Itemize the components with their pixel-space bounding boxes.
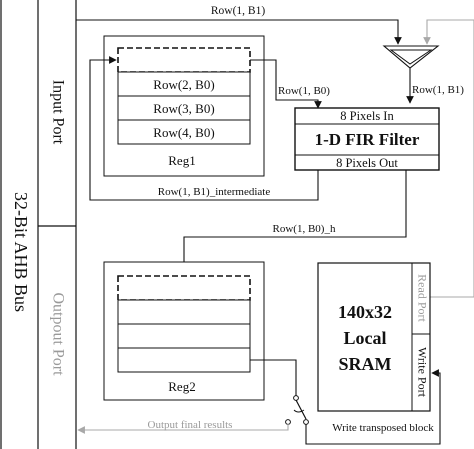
sram-read-port: Read Port [415,274,429,322]
output-port-label: Outpout Port [49,292,66,376]
reg1: Row(2, B0) Row(3, B0) Row(4, B0) Reg1 [103,35,265,177]
fir-pixels-out: 8 Pixels Out [336,156,398,170]
reg1-row-3: Row(3, B0) [153,101,214,116]
fir-pixels-in: 8 Pixels In [340,109,394,123]
sram-title-line2: Local [344,328,387,348]
ahb-bus: 32-Bit AHB Bus Input Port Outpout Port [0,0,77,449]
wire-output-final-results: Output final results [77,419,289,434]
wire-reg1-to-fir: Row(1, B0) [250,59,330,109]
wire-row1-b1-top: Row(1, B1) [76,5,402,45]
reg1-row-2: Row(2, B0) [153,77,214,92]
wire-write-transposed: Write transposed block [305,369,441,445]
reg2-label: Reg2 [168,379,195,394]
label-write-transposed: Write transposed block [332,422,434,434]
sram-write-port: Write Port [415,347,429,398]
fir-filter: 8 Pixels In 1-D FIR Filter 8 Pixels Out [294,107,440,171]
label-output-final-results: Output final results [148,419,233,431]
wire-sram-read-to-mux [423,19,474,298]
label-row1-b1-intermediate: Row(1, B1)_intermediate [158,186,271,198]
local-sram: 140x32 Local SRAM Read Port Write Port [317,262,431,412]
output-switch [285,395,309,425]
label-row1-b0-h: Row(1, B0)_h [273,223,336,235]
wire-fir-to-reg2: Row(1, B0)_h [180,170,407,275]
sram-title-line3: SRAM [339,354,392,374]
sram-title-line1: 140x32 [338,302,392,322]
reg1-label: Reg1 [168,153,195,168]
input-port-label: Input Port [49,80,66,145]
label-row1-b1-right: Row(1, B1) [412,84,464,96]
label-row1-b0: Row(1, B0) [278,85,330,97]
multiplexer [382,45,440,69]
fir-title: 1-D FIR Filter [315,130,420,149]
ahb-bus-label: 32-Bit AHB Bus [11,192,31,312]
wire-reg2-to-switch [250,359,297,396]
wire-intermediate-feedback: Row(1, B1)_intermediate [89,56,319,201]
reg2: Reg2 [103,261,265,401]
label-row1-b1-top: Row(1, B1) [211,5,265,17]
wire-mux-to-fir: Row(1, B1) [406,68,464,104]
reg1-row-4: Row(4, B0) [153,125,214,140]
